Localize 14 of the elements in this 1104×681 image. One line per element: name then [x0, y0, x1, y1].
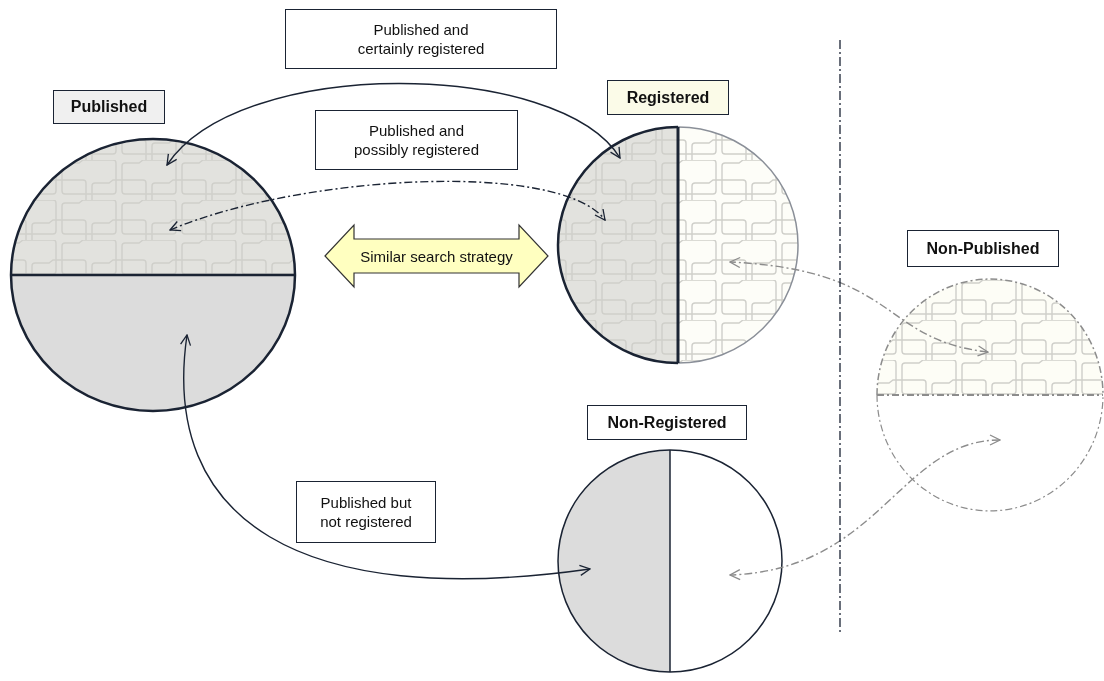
annotation-box: Published but not registered — [296, 481, 436, 543]
circle-heading: Non-Registered — [587, 405, 747, 440]
dashed-curved-arrow — [729, 257, 989, 356]
curved-arrow — [180, 334, 591, 580]
dashed-curved-arrow — [169, 180, 606, 232]
edge-label: Similar search strategy — [360, 247, 513, 265]
dashed-curved-arrow — [729, 435, 1001, 580]
double-block-arrow — [324, 223, 549, 289]
curved-arrow — [166, 82, 621, 166]
annotation-box: Published and possibly registered — [315, 110, 518, 170]
circle-heading: Registered — [607, 80, 729, 115]
annotation-box: Published and certainly registered — [285, 9, 557, 69]
circle-heading: Non-Published — [907, 230, 1059, 267]
circle-heading: Published — [53, 90, 165, 124]
